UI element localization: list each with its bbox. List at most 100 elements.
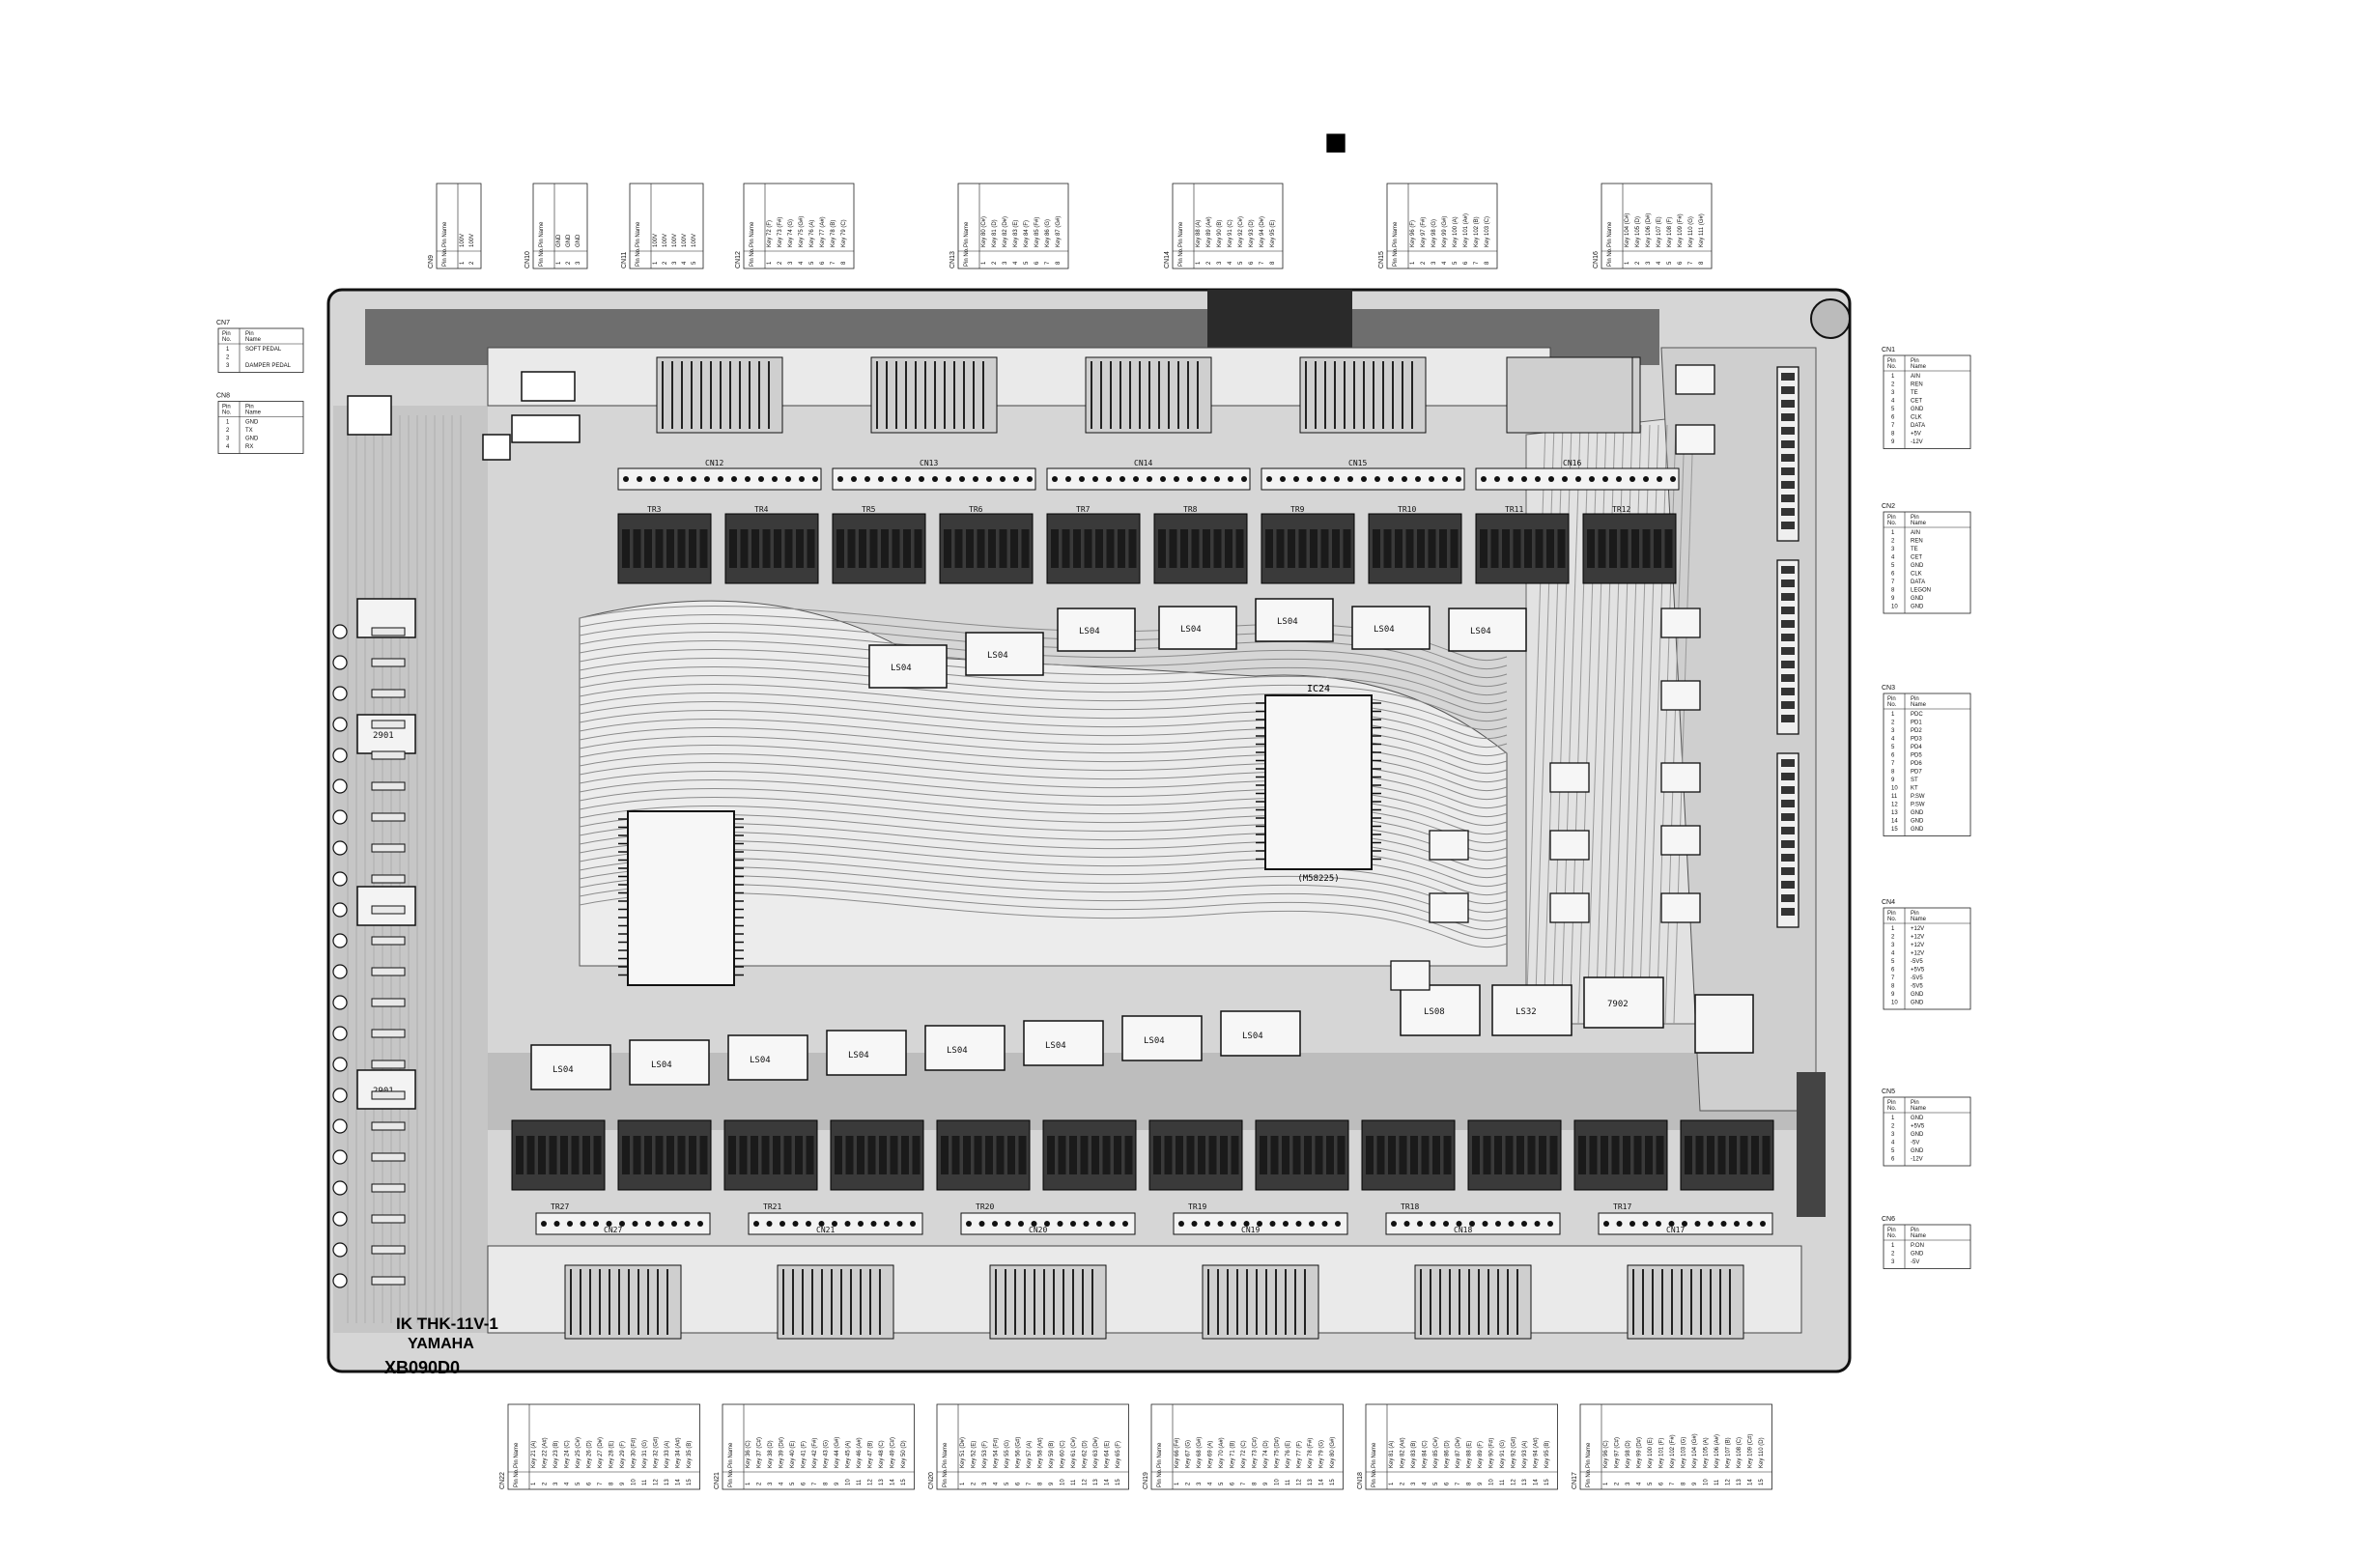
header-pin: Pin	[1911, 515, 1919, 521]
pin-name: Key 62 (D)	[1083, 1440, 1089, 1468]
pin-no: 5	[1219, 1482, 1225, 1485]
pin-no: 15	[1544, 1479, 1550, 1485]
pin-no: 8	[1699, 261, 1705, 265]
pin-name: Key 98 (G)	[1431, 219, 1437, 247]
capacitor	[332, 1118, 348, 1134]
table-frame	[936, 1403, 1129, 1490]
pin-no: 2	[543, 1482, 549, 1485]
pin	[1309, 1221, 1315, 1227]
pin	[1321, 1221, 1328, 1227]
pin	[1415, 476, 1421, 482]
trace	[579, 831, 1508, 888]
pin-name: KT	[1911, 786, 1918, 792]
table-frame	[1883, 907, 1971, 1010]
table-frame	[1883, 511, 1971, 614]
pin	[619, 1221, 625, 1227]
transistor	[1685, 1136, 1692, 1174]
pin-name: +5V5	[1911, 1124, 1925, 1130]
transistor-module	[1680, 1119, 1774, 1191]
pin-no: 8	[1485, 261, 1490, 265]
pin	[946, 476, 951, 482]
board-model: IK THK-11V-1	[396, 1315, 498, 1333]
pin-no: 2	[226, 355, 230, 361]
pin	[884, 1221, 890, 1227]
transistor	[1337, 1136, 1346, 1174]
pin	[1201, 476, 1206, 482]
pin-no: 3	[1646, 261, 1652, 265]
resistor	[371, 750, 406, 760]
pin	[567, 1221, 573, 1227]
pin	[1616, 476, 1622, 482]
connector-pin	[1781, 386, 1795, 394]
pin	[1052, 476, 1058, 482]
pin-name: Key 35 (B)	[687, 1441, 693, 1468]
transistor-label: TR9	[1290, 505, 1305, 514]
table-frame	[722, 1403, 915, 1490]
transistor	[677, 1136, 686, 1174]
pin	[704, 476, 710, 482]
pin-table-label: CN3	[1882, 685, 1895, 692]
pin-name: Key 77 (A#)	[820, 216, 826, 247]
pin-name: 100V	[692, 234, 697, 247]
resistor	[371, 1121, 406, 1131]
pin-name: Key 51 (D#)	[960, 1437, 966, 1468]
pin	[1391, 1221, 1397, 1227]
pin	[1374, 476, 1380, 482]
header-pin-name: Pin Name	[442, 221, 448, 247]
pin-name: Key 81 (A)	[1389, 1441, 1395, 1468]
transistor	[1153, 1136, 1161, 1174]
header-pin-name: Pin Name	[964, 221, 970, 247]
pin-name: Key 93 (A)	[1522, 1441, 1528, 1468]
transistor	[1535, 529, 1544, 568]
pin-no: 3	[1891, 547, 1895, 552]
pin-no: 3	[226, 437, 230, 442]
pin-name: Key 102 (B)	[1474, 216, 1480, 247]
pin-no: 14	[1319, 1479, 1325, 1485]
pin	[1266, 476, 1272, 482]
transistor-label: TR18	[1401, 1202, 1419, 1211]
pin	[844, 1221, 851, 1227]
transistor-module	[936, 1119, 1031, 1191]
header-pin: Pin	[1911, 358, 1919, 364]
resistor	[371, 781, 406, 791]
pin-no: 8	[1253, 1482, 1259, 1485]
pin-no: 13	[1093, 1479, 1099, 1485]
pin-name: GND	[1911, 1001, 1924, 1006]
transistor	[644, 529, 652, 568]
resistor	[371, 1245, 406, 1255]
pin-no: 9	[1891, 439, 1895, 445]
connector-pin	[1781, 759, 1795, 767]
pin-name: Key 64 (E)	[1105, 1441, 1111, 1468]
pin-table-cn4: CN4PinNo.PinName1+12V2+12V3+12V4+12V5-5V…	[1882, 899, 1971, 1010]
pin-name: Key 92 (G#)	[1512, 1437, 1517, 1468]
pin	[1534, 1221, 1541, 1227]
pin	[766, 1221, 773, 1227]
transistor	[1516, 1136, 1524, 1174]
pin-name: Key 24 (C)	[565, 1440, 571, 1468]
capacitor	[332, 717, 348, 732]
pin	[1005, 1221, 1011, 1227]
pin-no: 2	[469, 261, 475, 265]
pin-name: Key 82 (A#)	[1401, 1437, 1406, 1468]
transistor	[1260, 1136, 1267, 1174]
pin	[1361, 476, 1367, 482]
pin-name: Key 87 (D#)	[1456, 1437, 1461, 1468]
transistor	[560, 1136, 568, 1174]
pin-no: 7	[1027, 1482, 1033, 1485]
header-pin-no: Pin No.	[1393, 247, 1399, 267]
transistor-label: TR3	[647, 505, 662, 514]
connector-pin	[1781, 634, 1795, 641]
pin-no: 4	[1013, 261, 1019, 265]
pin-name: Key 84 (F)	[1024, 220, 1030, 247]
transistor	[1176, 1136, 1183, 1174]
transistor	[985, 1136, 993, 1174]
pin-no: 6	[1659, 1482, 1665, 1485]
transistor	[1276, 529, 1285, 568]
connector-cn10	[521, 371, 576, 402]
pin-no: 15	[901, 1479, 907, 1485]
cpu-ic	[627, 810, 735, 986]
pin-no: 11	[857, 1479, 863, 1485]
header-no: No.	[1887, 702, 1897, 708]
